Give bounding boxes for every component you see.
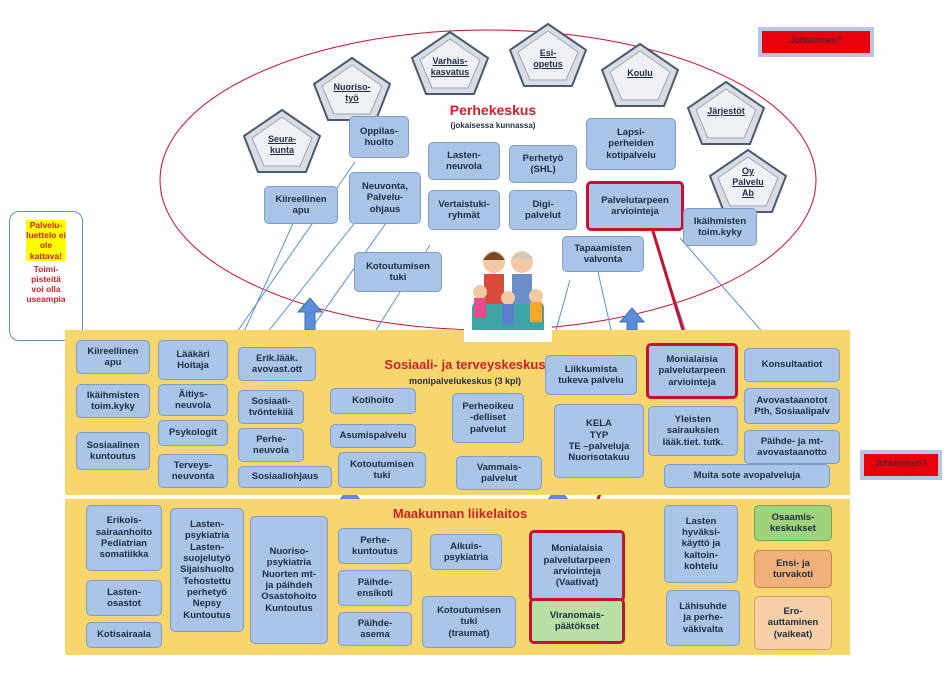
side-note-text: Toimi- pisteitä voi olla useampia: [26, 263, 66, 305]
mk-paihdeasema: Päihde- asema: [338, 612, 412, 646]
sote-paihde-mt: Päihde- ja mt- avovastaanotto: [744, 430, 840, 464]
sote-asumispalvelu: Asumispalvelu: [330, 424, 416, 448]
mk-kotisairaala: Kotisairaala: [86, 622, 162, 648]
sote-perheneuvola: Perhe- neuvola: [238, 428, 304, 462]
box-palvelutarpeen-arviointeja: Palvelutarpeen arviointeja: [586, 181, 684, 231]
box-lastenneuvola: Lasten- neuvola: [428, 142, 500, 180]
box-perhetyo: Perhetyö (SHL): [509, 145, 577, 183]
perhekeskus-subtitle: (jokaisessa kunnassa): [450, 121, 536, 130]
mk-perhekuntoutus: Perhe- kuntoutus: [338, 528, 412, 564]
sote-muita: Muita sote avopalveluja: [664, 464, 830, 488]
sote-sosiaalinen-kuntoutus: Sosiaalinen kuntoutus: [76, 432, 150, 470]
perhekeskus-title: Perhekeskus: [449, 102, 537, 118]
sote-terveysneuvonta: Terveys- neuvonta: [158, 454, 228, 488]
side-note: Palvelu- luettelo ei ole kattava! Toimi-…: [9, 211, 83, 341]
box-tapaamisten-valvonta: Tapaamisten valvonta: [562, 236, 644, 272]
mk-viranomaispaatokset: Viranomais- päätökset: [529, 598, 625, 644]
mk-lastenpsykiatria: Lasten- psykiatria Lasten- suojelutyö Si…: [170, 508, 244, 632]
sote-psykologit: Psykologit: [158, 420, 228, 446]
mk-nuorisopsykiatria: Nuoriso- psykiatria Nuorten mt- ja päihd…: [250, 516, 328, 644]
maakunta-title: Maakunnan liikelaitos: [392, 506, 528, 521]
sote-erik-laak: Erik.lääk. avovast.ott: [238, 347, 316, 381]
sote-ikaihmisten: Ikäihmisten toim.kyky: [76, 384, 150, 418]
sote-subtitle: monipalvelukeskus (3 kpl): [408, 376, 522, 386]
box-neuvonta: Neuvonta, Palvelu- ohjaus: [349, 172, 421, 224]
johtaminen-tag-right: Johtaminen?: [860, 450, 942, 480]
mk-paihdeensikoti: Päihde- ensikoti: [338, 570, 412, 606]
sote-liikkumista: Liikkumista tukeva palvelu: [545, 355, 637, 395]
mk-lahisuhde: Lähisuhde ja perhe- väkivalta: [666, 590, 740, 646]
up-arrow: [618, 307, 646, 331]
sote-monialaisia: Monialaisia palvelutarpeen arviointeja: [646, 343, 738, 399]
sote-kela: KELA TYP TE –palveluja Nuorisotakuu: [554, 404, 644, 478]
mk-aikuispsykiatria: Aikuis- psykiatria: [430, 534, 502, 570]
mk-ensi-turvakoti: Ensi- ja turvakoti: [754, 550, 832, 588]
box-oppilashuolto: Oppilas- huolto: [349, 116, 409, 158]
box-digipalvelut: Digi- palvelut: [509, 190, 577, 230]
box-lapsiperheiden-kotipalvelu: Lapsi- perheiden kotipalvelu: [586, 118, 676, 170]
pentagon-nuorisotyo: Nuoriso- työ: [312, 56, 392, 122]
sote-aitiysneuvola: Äitiys- neuvola: [158, 384, 228, 416]
pentagon-jarjestot: Järjestöt: [686, 80, 766, 146]
box-vertaistukiryhmat: Vertaistuki- ryhmät: [428, 190, 500, 230]
box-kiireellinen-apu: Kiireellinen apu: [264, 186, 338, 224]
johtaminen-tag-top: Johtaminen?: [758, 27, 874, 57]
sote-avovastaanotot: Avovastaanotot Pth, Sosiaalipalv: [744, 388, 840, 424]
pentagon-varhaiskasvatus: Varhais- kasvatus: [410, 30, 490, 96]
mk-lastenosastot: Lasten- osastot: [86, 580, 162, 616]
sote-sosiaalityontekija: Sosiaali- tvöntekiiä: [238, 390, 304, 424]
mk-lasten-hyvaksikaytto: Lasten hyväksi- käyttö ja kaltoin- kohte…: [664, 505, 738, 583]
pentagon-koulu: Koulu: [600, 42, 680, 108]
box-kotoutumisen-tuki: Kotoutumisen tuki: [354, 252, 442, 292]
sote-title: Sosiaali- ja terveyskeskus: [384, 357, 546, 372]
box-ikaihmisten-toimkyky: Ikäihmisten toim.kyky: [683, 208, 757, 246]
sote-konsultaatiot: Konsultaatiot: [744, 348, 840, 382]
sote-kiireellinen-apu: Kiireellinen apu: [76, 340, 150, 374]
sote-kotoutumisen-tuki: Kotoutumisen tuki: [338, 452, 426, 488]
mk-kotoutumisen-tuki: Kotoutumisen tuki (traumat): [422, 596, 516, 648]
pentagon-oy-palvelu-ab: Oy Palvelu Ab: [708, 148, 788, 214]
pentagon-esiopetus: Esi- opetus: [508, 22, 588, 88]
sote-kotihoito: Kotihoito: [330, 388, 416, 414]
family-illustration: [464, 240, 552, 340]
pentagon-seurakunta: Seura- kunta: [242, 108, 322, 174]
up-arrow: [296, 297, 324, 331]
mk-osaamiskeskukset: Osaamis- keskukset: [754, 505, 832, 541]
mk-erikoissairaanhoito: Erikois- sairaanhoito Pediatrian somatii…: [86, 505, 162, 571]
sote-laakari-hoitaja: Lääkäri Hoitaja: [158, 340, 228, 380]
mk-monialaisia: Monialaisia palvelutarpeen arviointeja (…: [529, 530, 625, 602]
mk-eroauttaminen: Ero- auttaminen (vaikeat): [754, 596, 832, 650]
sote-vammaispalvelut: Vammais- palvelut: [456, 456, 542, 490]
sote-yleisten-sairauksien: Yleisten sairauksien lääk.tiet. tutk.: [648, 406, 738, 456]
sote-perheoikeudelliset: Perheoikeu -delliset palvelut: [452, 393, 524, 443]
sote-sosiaaliohjaus: Sosiaaliohjaus: [238, 466, 332, 488]
side-note-highlight: Palvelu- luettelo ei ole kattava!: [26, 220, 66, 261]
